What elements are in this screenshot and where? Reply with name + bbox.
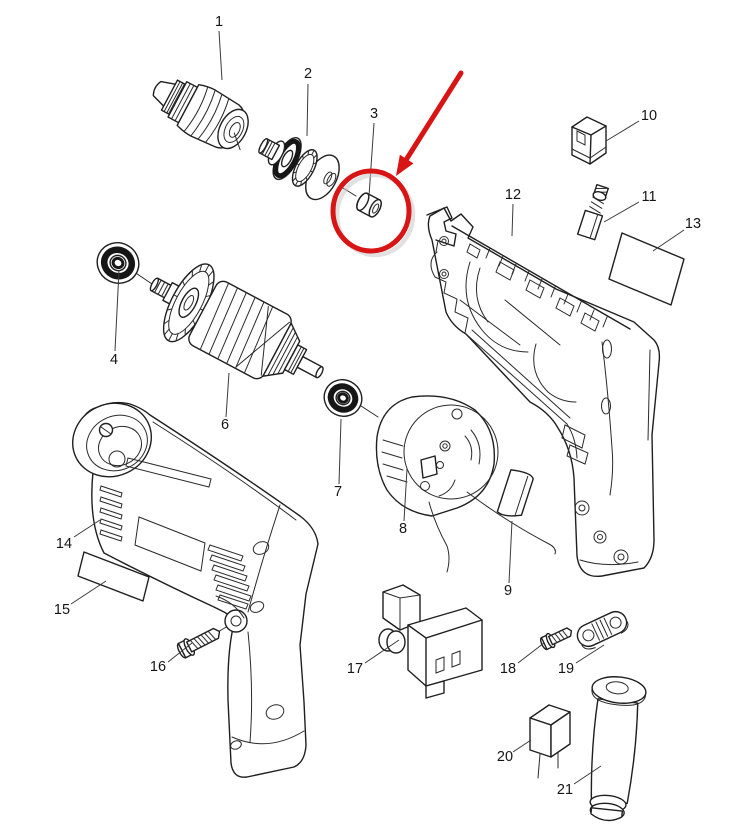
part-label-17: 17 [347, 661, 363, 677]
leader-line-15 [70, 580, 107, 605]
leader-line-17 [364, 639, 400, 664]
leader-line-12 [511, 203, 514, 237]
leader-line-8 [403, 468, 408, 522]
highlight-annotation [330, 70, 464, 258]
part-label-21: 21 [557, 782, 573, 798]
part-label-19: 19 [558, 661, 574, 677]
part-tapping-screw-front [176, 627, 221, 659]
part-label-14: 14 [56, 536, 72, 552]
leader-line-7 [338, 418, 342, 485]
highlight-arrow-head [396, 154, 414, 176]
part-brush-holder-cap [496, 469, 534, 517]
part-nameplate [608, 232, 685, 306]
part-label-8: 8 [399, 521, 407, 537]
part-spindle-gear-assembly [258, 137, 340, 201]
part-cord-guard [589, 676, 647, 822]
part-bushing [356, 192, 382, 218]
highlight-circle [330, 168, 412, 254]
part-label-11: 11 [641, 189, 656, 205]
part-number-labels: 1 2 3 4 6 7 8 9 10 11 12 13 14 15 16 17 … [54, 14, 701, 798]
part-label-18: 18 [500, 661, 516, 677]
leader-line-4 [114, 269, 120, 352]
leader-line-13 [652, 229, 685, 252]
part-housing-half-right [426, 206, 661, 578]
part-label-plate [77, 551, 150, 602]
leader-line-2 [306, 83, 309, 137]
leader-line-19 [575, 644, 605, 664]
part-label-20: 20 [497, 749, 513, 765]
part-ball-bearing-rear [323, 379, 363, 417]
leader-line-3 [368, 122, 375, 197]
leader-lines [70, 30, 685, 785]
part-armature-with-fan [149, 263, 324, 380]
highlight-arrow-shaft [403, 70, 464, 163]
leader-line-11 [603, 201, 640, 223]
part-label-2: 2 [304, 66, 312, 82]
leader-line-6 [225, 372, 230, 418]
part-label-4: 4 [110, 352, 118, 368]
leader-line-20 [512, 739, 532, 753]
part-label-6: 6 [221, 417, 229, 433]
part-switch-block [571, 116, 607, 165]
leader-line-1 [218, 30, 223, 81]
part-label-10: 10 [641, 108, 657, 124]
part-label-7: 7 [334, 484, 342, 500]
leader-line-14 [73, 519, 101, 538]
leader-line-9 [508, 520, 513, 584]
part-label-16: 16 [150, 659, 166, 675]
part-trigger-switch [378, 584, 483, 699]
leader-line-21 [573, 765, 602, 785]
part-field-stator [375, 395, 556, 573]
part-tapping-screw-rear [539, 627, 573, 651]
part-label-1: 1 [215, 14, 223, 30]
highlight-circle-shadow [334, 172, 416, 258]
part-label-15: 15 [54, 602, 70, 618]
leader-line-18 [517, 642, 545, 664]
part-housing-half-left [71, 401, 319, 778]
part-carbon-brush [576, 183, 609, 241]
part-capacitor [529, 704, 571, 779]
part-label-3: 3 [370, 106, 378, 122]
part-label-12: 12 [505, 187, 521, 203]
leader-line-10 [605, 120, 640, 142]
part-label-13: 13 [685, 216, 701, 232]
part-ball-bearing-front [96, 242, 140, 284]
part-drill-chuck [152, 79, 249, 151]
part-label-9: 9 [504, 583, 512, 599]
leader-line-16 [167, 642, 193, 663]
part-cord-clamp [576, 610, 629, 650]
